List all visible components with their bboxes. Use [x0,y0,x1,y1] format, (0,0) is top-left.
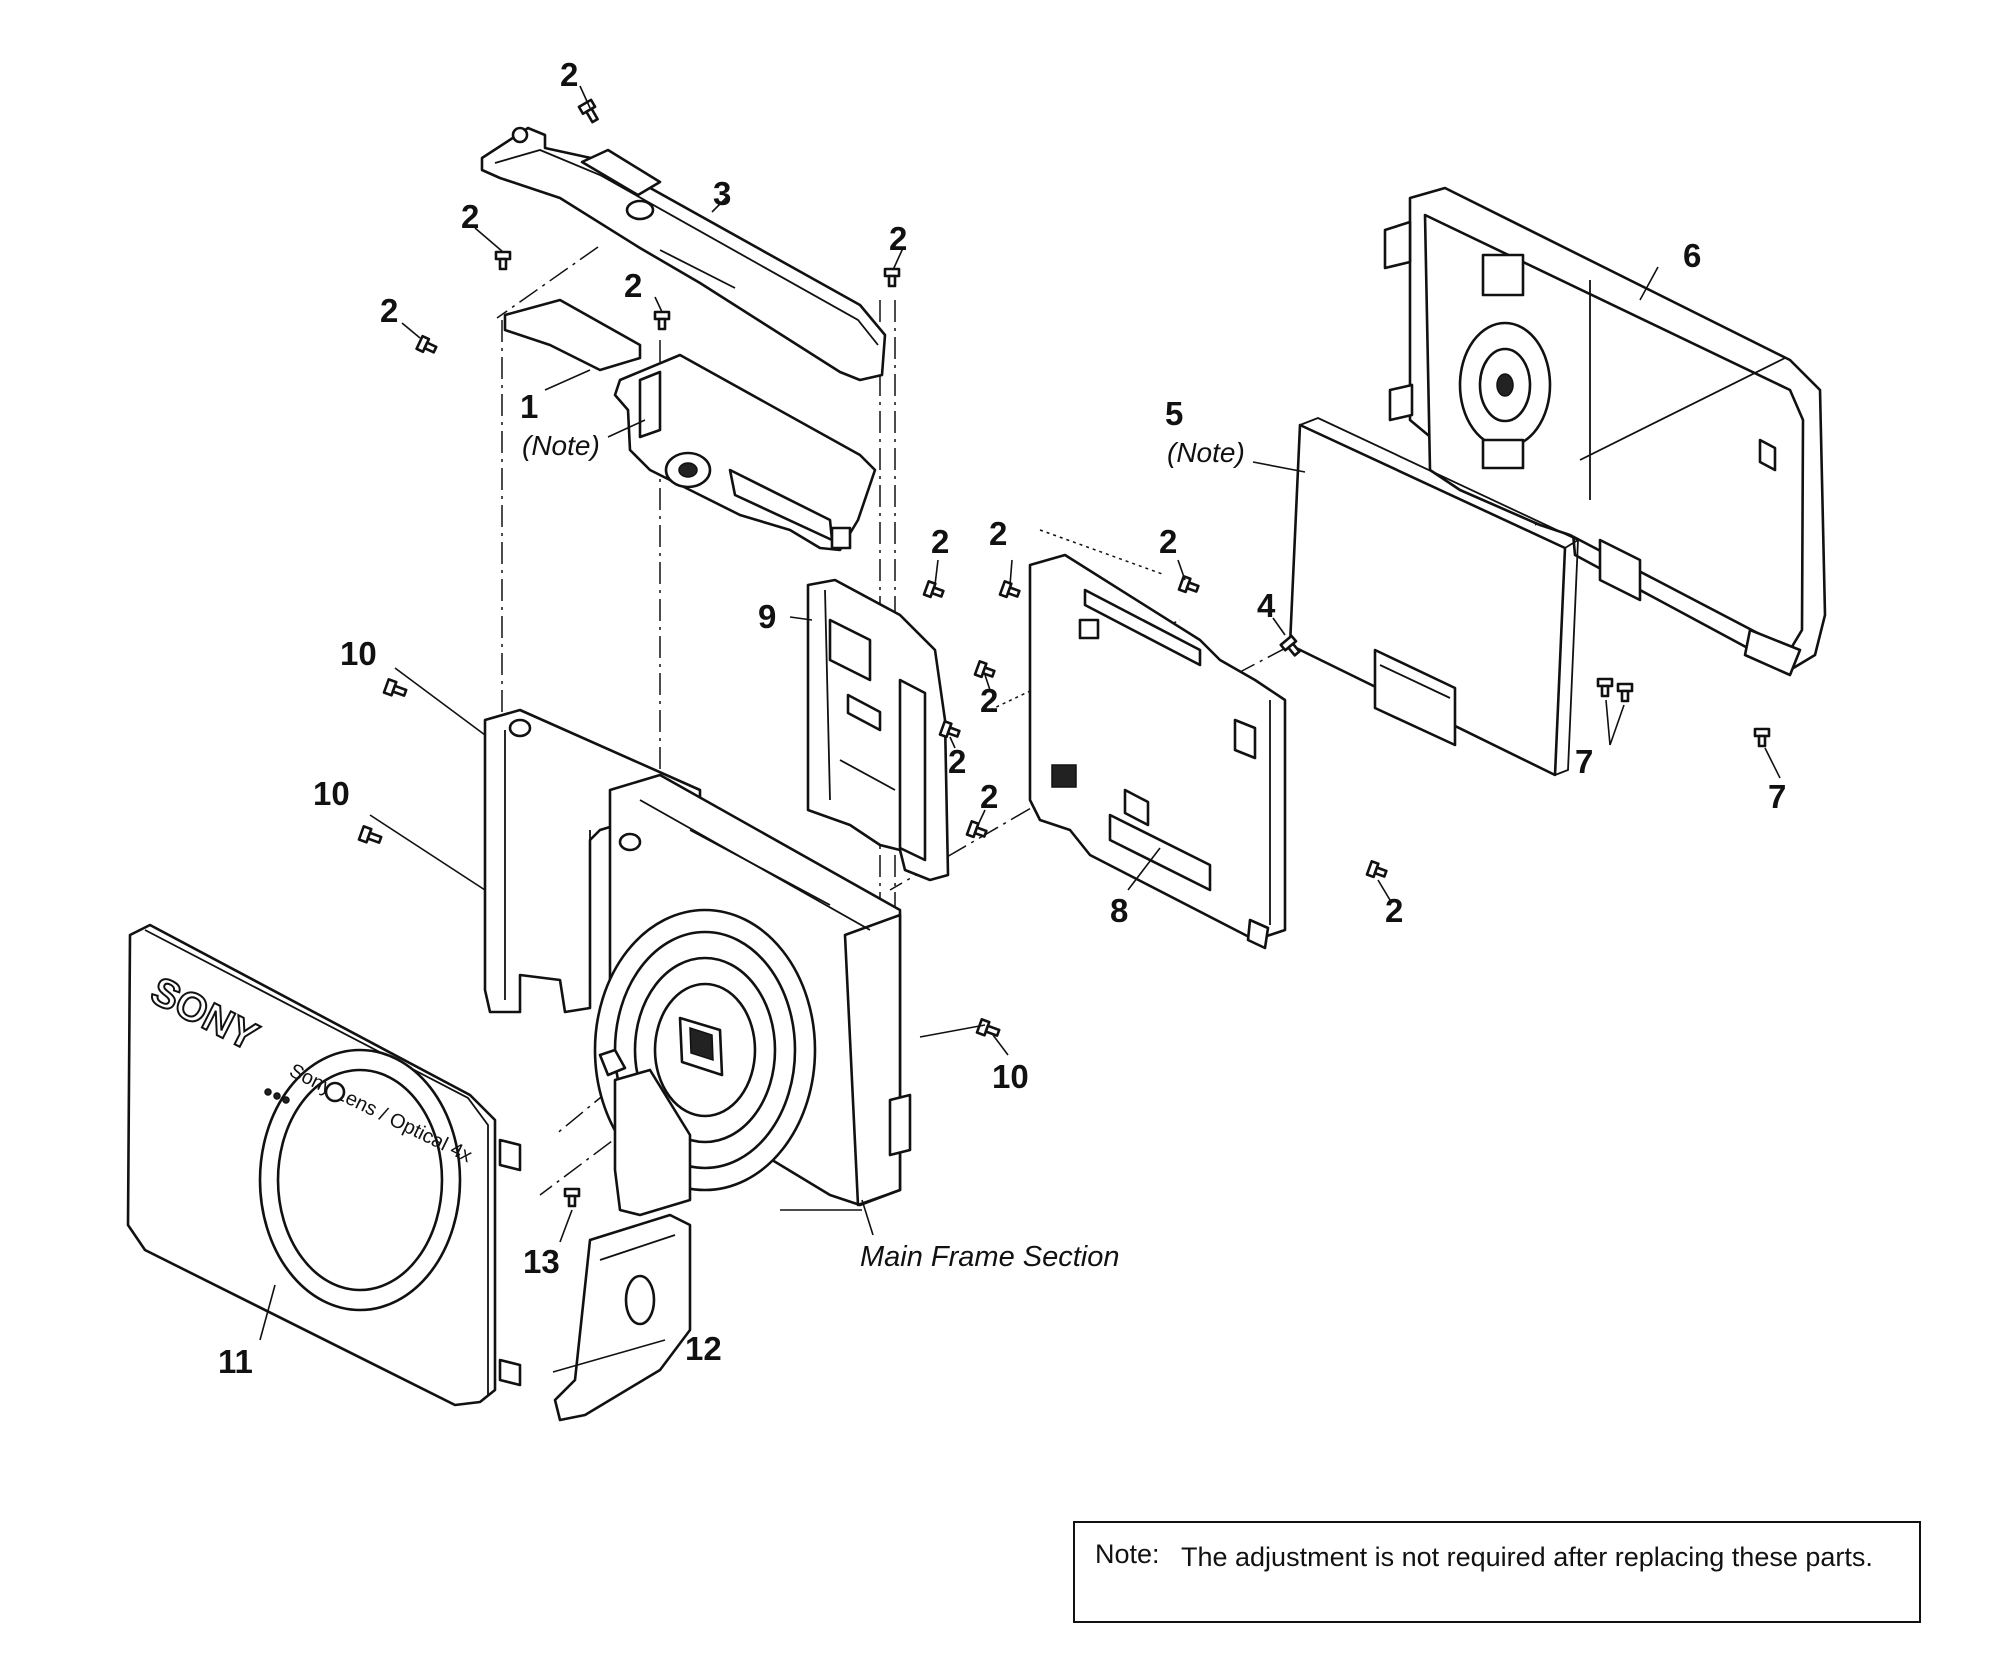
hinge-piece [613,1068,692,1217]
main-board-part-8 [1028,553,1287,950]
callout-10: 10 [992,1058,1029,1095]
battery-cover-part-12 [553,1213,692,1422]
screw [938,720,961,739]
screw [965,820,988,839]
screw [1365,860,1388,879]
callout-7: 7 [1768,778,1786,815]
note-box: Note: The adjustment is not required aft… [1073,1521,1921,1623]
screw [577,98,599,124]
callout-2: 2 [624,267,642,304]
screw [973,660,996,679]
callout-12: 12 [685,1330,722,1367]
screw [975,1018,1001,1037]
screw [922,580,945,599]
screw [883,267,901,288]
screw [1596,677,1614,698]
note-ref-5: (Note) [1167,437,1245,468]
callout-2: 2 [931,523,949,560]
callout-1: 1 [520,388,538,425]
callout-3: 3 [713,175,731,212]
leader-lines [259,85,1781,1373]
callout-2: 2 [461,198,479,235]
chassis-part-1 [503,298,877,552]
callout-6: 6 [1683,237,1701,274]
lcd-panel-part-5 [1288,417,1580,777]
screw [382,678,408,697]
front-cover-part-11: SONY Sony Lens / Optical 4x [126,923,522,1407]
callout-2: 2 [560,56,578,93]
callout-7: 7 [1575,743,1593,780]
callout-5: 5 [1165,395,1183,432]
screw [1753,727,1771,748]
callout-2: 2 [980,778,998,815]
screws [357,98,1771,1208]
callout-9: 9 [758,598,776,635]
top-cover-part-3 [480,126,887,382]
note-ref-1: (Note) [522,430,600,461]
callout-numbers: 2 3 2 2 2 2 1 (Note) 6 5 (Note) 2 2 2 4 … [218,56,1786,1380]
rear-cabinet-part-6 [1383,186,1827,677]
screw [494,250,512,271]
screw [1279,634,1301,657]
callout-2: 2 [948,743,966,780]
callout-2: 2 [989,515,1007,552]
callout-2: 2 [889,220,907,257]
screw [653,310,671,331]
callout-2: 2 [1159,523,1177,560]
screw [1616,682,1634,703]
callout-11: 11 [218,1343,253,1380]
callout-10: 10 [313,775,350,812]
callout-2: 2 [380,292,398,329]
callout-10: 10 [340,635,377,672]
side-bracket-part-9 [806,578,950,882]
screw [415,334,438,354]
callout-8: 8 [1110,892,1128,929]
screw [357,825,383,844]
callout-2: 2 [980,682,998,719]
callout-4: 4 [1257,587,1276,624]
main-frame-section-label: Main Frame Section [860,1241,1120,1273]
screw [563,1187,581,1208]
note-label: Note: [1095,1539,1160,1569]
note-text: The adjustment is not required after rep… [1181,1542,1873,1572]
screw [1177,575,1200,594]
screw [998,580,1021,599]
callout-13: 13 [523,1243,560,1280]
callout-2: 2 [1385,892,1403,929]
